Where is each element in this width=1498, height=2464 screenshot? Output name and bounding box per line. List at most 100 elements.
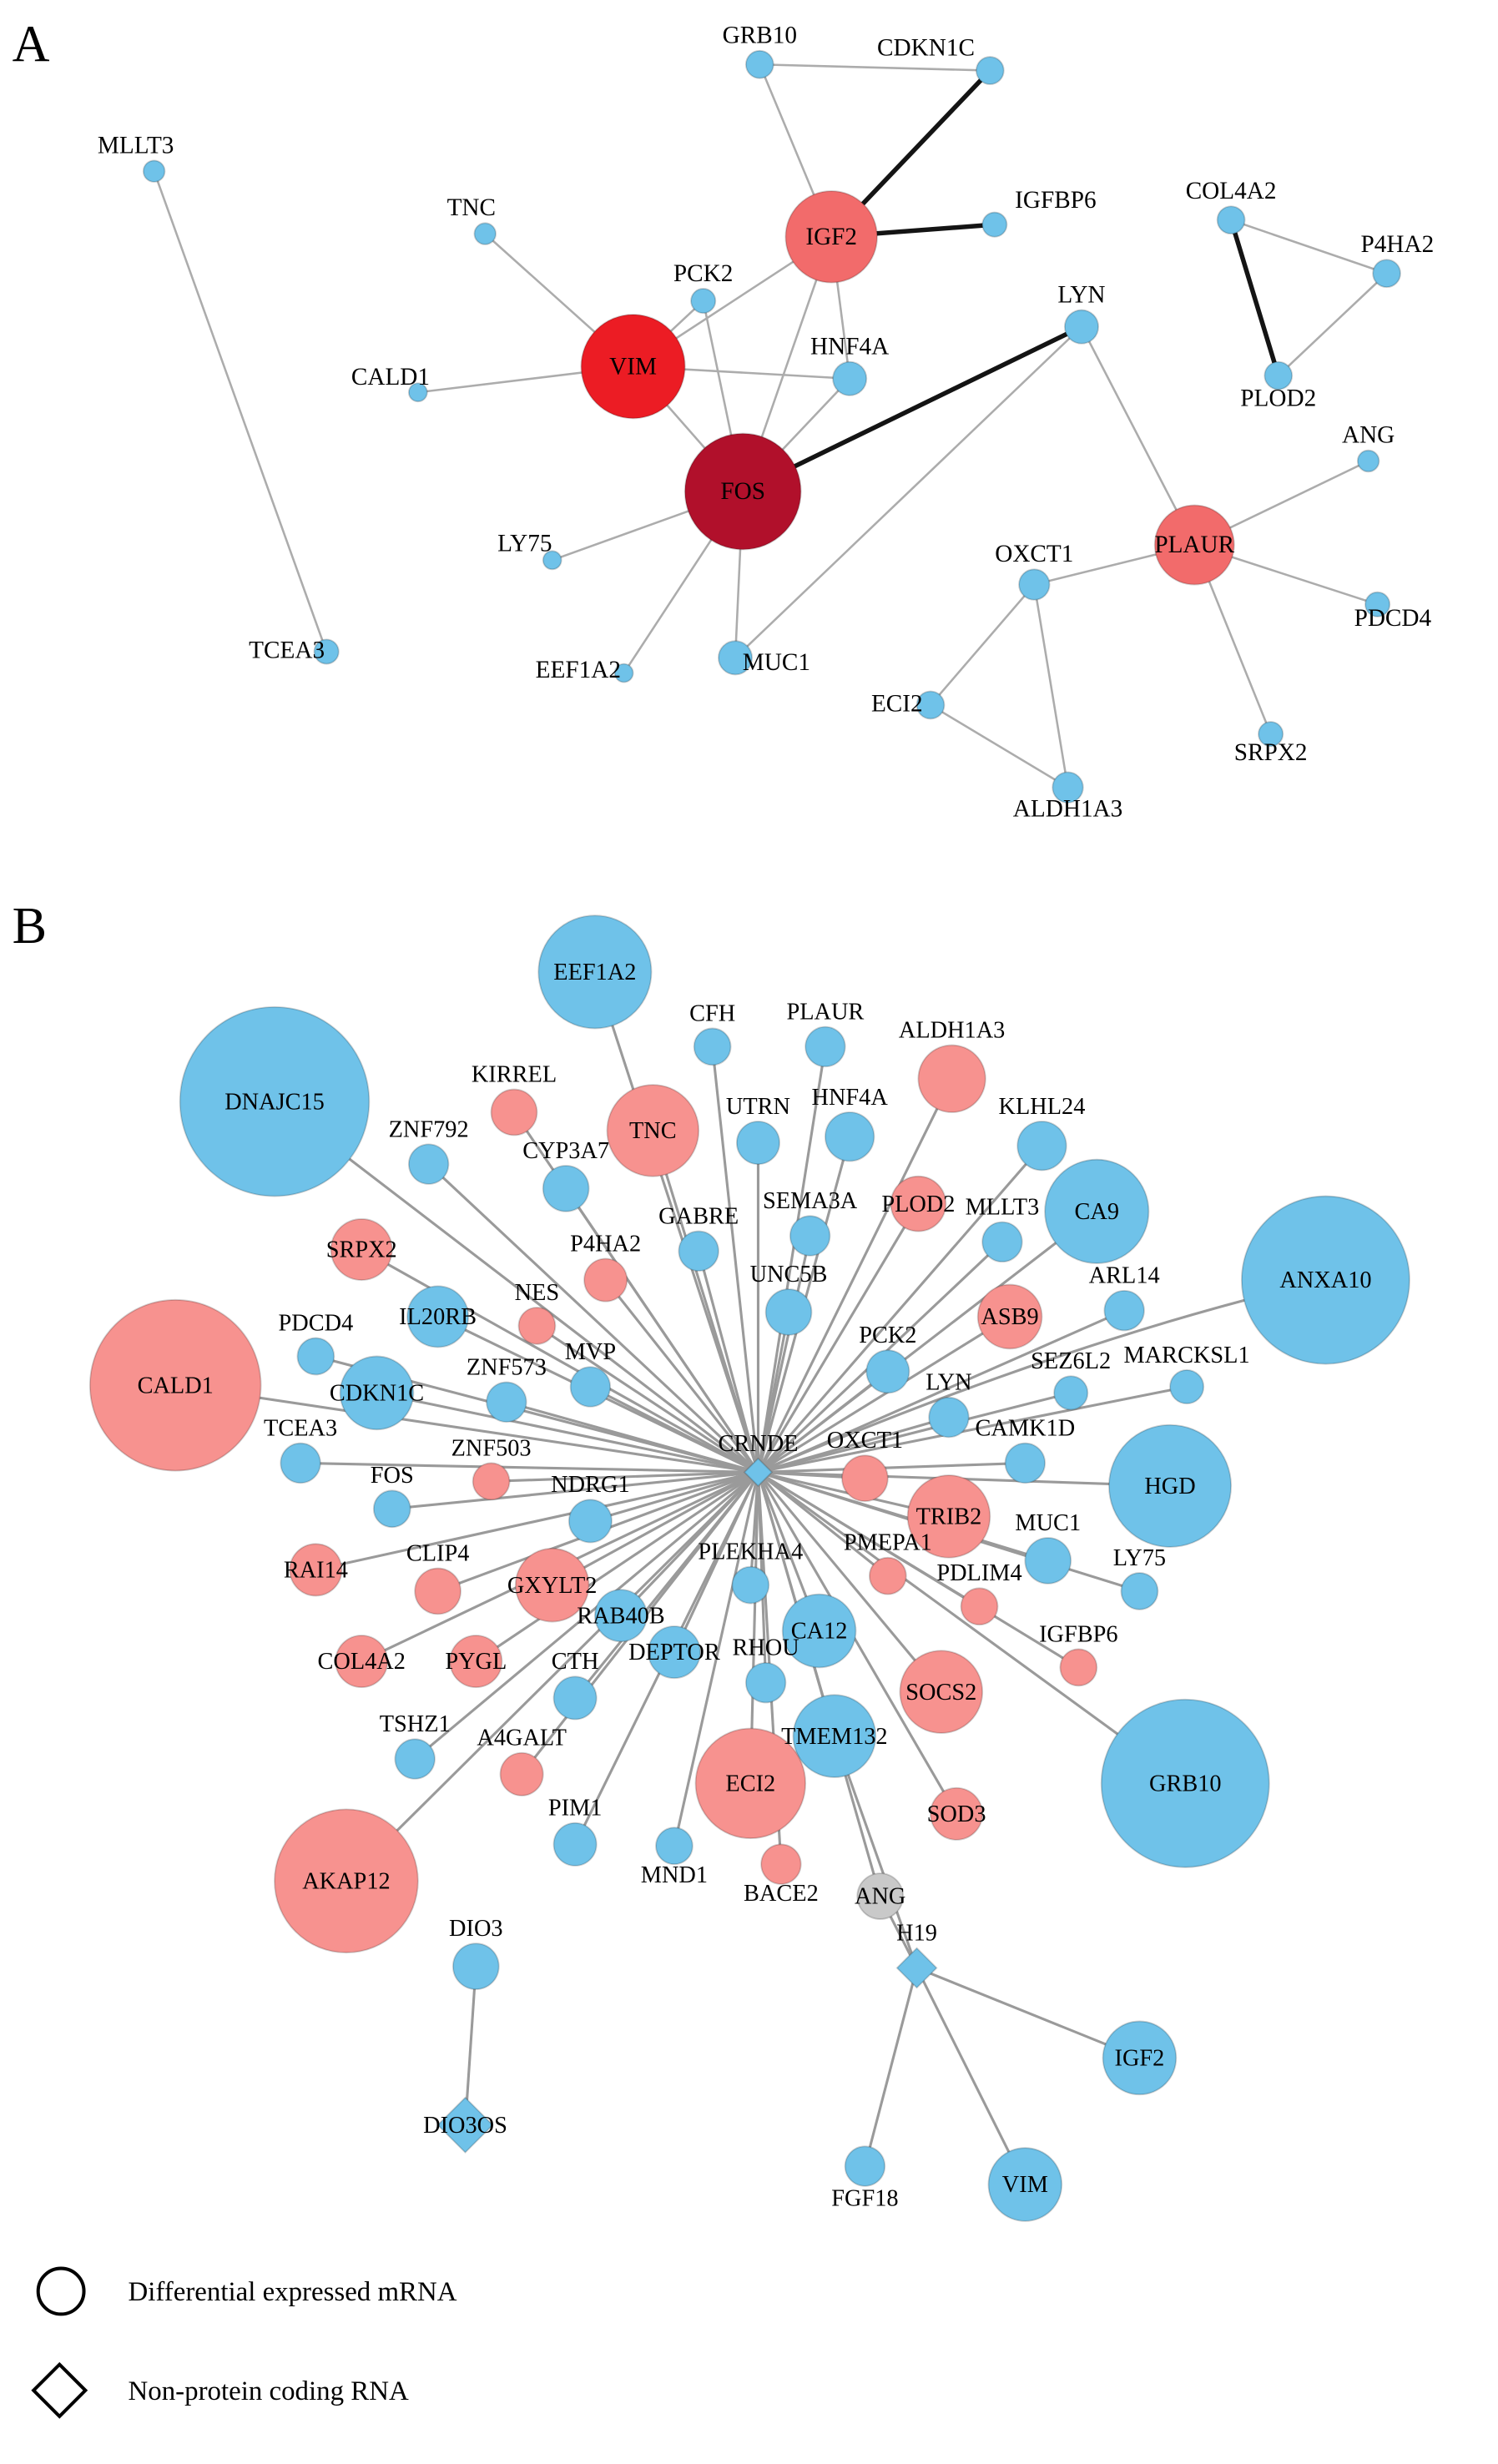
node-socs2-label: SOCS2	[905, 1680, 976, 1706]
panel-a-nodes	[142, 49, 1401, 804]
node-plaur-label: PLAUR	[1154, 532, 1234, 558]
panel-a-edges	[153, 63, 1388, 789]
node-igfbp6-label: IGFBP6	[1039, 1621, 1117, 1647]
node-cyp3a7	[542, 1165, 590, 1212]
node-arl14	[1103, 1289, 1145, 1332]
node-a4galt-label: A4GALT	[477, 1726, 567, 1751]
node-eci2	[694, 1727, 807, 1840]
edge-crnde-ndrg1	[589, 1470, 759, 1523]
node-klhl24	[1016, 1121, 1067, 1172]
node-bace2-label: BACE2	[744, 1881, 819, 1907]
node-eef1a2-label: EEF1A2	[536, 657, 621, 683]
node-grb10-label: GRB10	[723, 23, 797, 49]
edge-crnde-plaur	[756, 1046, 827, 1473]
node-oxct1-label: OXCT1	[995, 541, 1073, 567]
legend-circle-icon	[36, 2266, 86, 2316]
edge-p4ha2-plod2	[1277, 272, 1388, 377]
edge-crnde-cald1	[174, 1383, 759, 1474]
node-cdkn1c	[975, 56, 1005, 85]
node-ang	[856, 1872, 905, 1920]
edge-crnde-sez6l2	[758, 1391, 1072, 1474]
node-rhou-label: RHOU	[732, 1635, 799, 1661]
node-tnc	[473, 222, 497, 245]
node-ndrg1	[567, 1499, 613, 1544]
node-sema3a	[789, 1215, 831, 1257]
node-cdkn1c	[339, 1355, 415, 1431]
node-utrn	[735, 1121, 780, 1166]
node-utrn-label: UTRN	[726, 1094, 790, 1120]
node-ly75-label: LY75	[497, 530, 552, 557]
node-gxylt2	[514, 1547, 590, 1623]
node-tnc-label: TNC	[447, 194, 496, 221]
node-hnf4a	[832, 360, 868, 396]
node-ca9-label: CA9	[1074, 1199, 1119, 1225]
node-clip4	[414, 1567, 462, 1615]
node-plod2	[1263, 360, 1294, 391]
node-unc5b	[764, 1288, 813, 1336]
node-gabre	[678, 1230, 719, 1272]
node-mllt3	[981, 1221, 1023, 1263]
legend-mrna-label: Differential expressed mRNA	[129, 2277, 457, 2307]
edge-crnde-grb10	[757, 1471, 1187, 1785]
edge-crnde-pygl	[475, 1471, 759, 1663]
node-plaur-label: PLAUR	[786, 1000, 864, 1025]
node-il20rb-label: IL20RB	[399, 1304, 477, 1330]
node-znf503	[472, 1462, 511, 1501]
node-marcksl1	[1169, 1369, 1205, 1405]
edge-crnde-igfbp6	[757, 1471, 1080, 1669]
panel-a-letter: A	[13, 17, 50, 73]
node-plekha4-label: PLEKHA4	[698, 1539, 803, 1565]
edge-crnde-camk1d	[758, 1461, 1026, 1474]
node-muc1-label: MUC1	[743, 649, 810, 676]
edge-crnde-tnc	[651, 1130, 759, 1473]
node-aldh1a3-label: ALDH1A3	[1013, 795, 1123, 822]
node-hgd-label: HGD	[1144, 1474, 1195, 1499]
node-oxct1-label: OXCT1	[827, 1428, 903, 1454]
node-vim-label: VIM	[1002, 2172, 1048, 2198]
node-nes	[517, 1307, 557, 1345]
panel-b-letter: B	[13, 898, 47, 955]
edge-crnde-unc5b	[756, 1312, 790, 1473]
node-pim1	[552, 1822, 598, 1867]
node-vim	[987, 2147, 1063, 2222]
node-mllt3	[142, 159, 166, 183]
node-eef1a2	[613, 663, 634, 683]
node-deptor	[647, 1625, 701, 1680]
node-aldh1a3-label: ALDH1A3	[899, 1017, 1005, 1043]
node-pck2-label: PCK2	[859, 1323, 916, 1348]
node-igfbp6-label: IGFBP6	[1015, 187, 1096, 214]
edge-crnde-tcea3	[300, 1461, 759, 1474]
edge-crnde-p4ha2	[604, 1279, 759, 1474]
edge-crnde-socs2	[757, 1471, 943, 1693]
node-eef1a2	[537, 915, 653, 1030]
node-dnajc15	[179, 1005, 371, 1197]
node-rab40b-label: RAB40B	[577, 1603, 664, 1629]
node-cyp3a7-label: CYP3A7	[522, 1138, 609, 1164]
node-akap12	[274, 1808, 419, 1954]
edge-crnde-gxylt2	[551, 1471, 759, 1587]
node-muc1	[718, 640, 754, 676]
node-znf792	[407, 1143, 450, 1185]
node-p4ha2-label: P4HA2	[1360, 231, 1434, 258]
node-anxa10	[1240, 1195, 1410, 1365]
edge-col4a2-plod2	[1228, 219, 1281, 376]
node-pck2	[865, 1349, 910, 1394]
edge-crnde-srpx2	[361, 1248, 759, 1474]
edge-grb10-cdkn1c	[759, 63, 991, 72]
node-ca12-label: CA12	[791, 1619, 848, 1645]
node-plaur	[1153, 504, 1235, 586]
node-rhou	[744, 1661, 787, 1704]
node-grb10-label: GRB10	[1149, 1771, 1222, 1796]
node-tcea3-label: TCEA3	[264, 1416, 337, 1442]
node-tcea3-label: TCEA3	[249, 637, 325, 663]
edge-crnde-mvp	[589, 1385, 759, 1474]
node-ndrg1-label: NDRG1	[551, 1472, 629, 1498]
node-cfh-label: CFH	[689, 1000, 735, 1026]
node-gabre-label: GABRE	[658, 1203, 739, 1229]
node-marcksl1-label: MARCKSL1	[1124, 1343, 1250, 1368]
edge-crnde-ang	[756, 1471, 882, 1897]
node-pmepa1-label: PMEPA1	[844, 1530, 932, 1556]
node-vim	[580, 314, 686, 420]
node-tcea3	[313, 638, 340, 665]
node-pdlim4-label: PDLIM4	[936, 1560, 1021, 1586]
